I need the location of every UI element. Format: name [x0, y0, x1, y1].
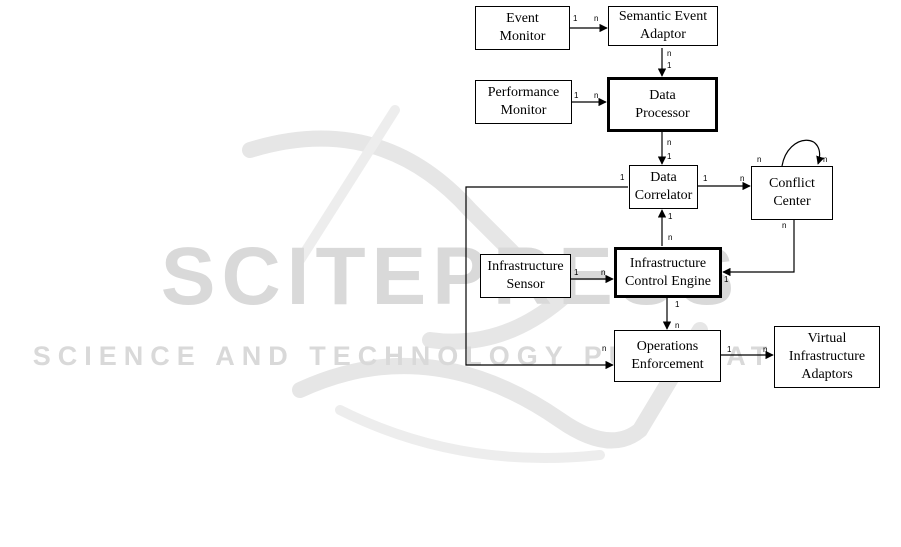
node-infrastructure-sensor-line-1: Infrastructure [487, 259, 564, 274]
node-performance-monitor-line-2: Monitor [500, 103, 547, 118]
card-event-monitor-source: 1 [573, 14, 578, 23]
node-operations-enforcement-line-1: Operations [636, 339, 699, 354]
card-data-processor-target-top: 1 [667, 61, 672, 70]
node-event-monitor-line-2: Monitor [499, 29, 546, 44]
node-conflict-center-line-1: Conflict [769, 176, 815, 191]
edge-conflict-center-to-control-engine [722, 220, 795, 277]
edge-data-correlator-to-operations [465, 186, 628, 370]
card-conflict-loop-source: n [757, 155, 762, 164]
card-data-correlator-source-left: 1 [620, 173, 625, 182]
card-conflict-center-source-bottom: n [782, 221, 787, 230]
card-control-engine-target-left: n [601, 268, 606, 277]
card-data-correlator-target-top: 1 [667, 152, 672, 161]
card-conflict-loop-target: n [823, 155, 828, 164]
node-virtual-infrastructure-adaptors-line-2: Infrastructure [788, 349, 866, 364]
card-semantic-adaptor-source: n [667, 49, 672, 58]
card-data-processor-target-left: n [594, 91, 599, 100]
node-data-correlator-line-2: Correlator [634, 188, 693, 203]
card-virtual-adaptors-target: n [763, 345, 768, 354]
card-data-correlator-target-bottom: 1 [668, 212, 673, 221]
node-semantic-event-adaptor-line-2: Adaptor [640, 27, 686, 42]
card-control-engine-source-bottom: 1 [675, 300, 680, 309]
card-data-correlator-source-right: 1 [703, 174, 708, 183]
card-control-engine-source-top: n [668, 233, 673, 242]
card-operations-target-left: n [602, 344, 607, 353]
node-infrastructure-control-engine-line-1: Infrastructure [629, 255, 707, 271]
node-infrastructure-sensor-line-2: Sensor [506, 277, 545, 292]
node-performance-monitor-line-1: Performance [487, 85, 560, 100]
node-data-processor-line-1: Data [649, 87, 676, 103]
card-operations-source-right: 1 [727, 345, 732, 354]
card-conflict-center-target-left: n [740, 174, 745, 183]
node-virtual-infrastructure-adaptors-line-3: Adaptors [801, 367, 853, 382]
watermark-subtitle: SCIENCE AND TECHNOLOGY PUBLICATIONS [32, 341, 869, 371]
node-conflict-center-line-2: Center [773, 194, 811, 209]
node-event-monitor-line-1: Event [506, 11, 539, 26]
edge-conflict-center-self-loop [781, 139, 825, 167]
card-semantic-adaptor-target: n [594, 14, 599, 23]
card-operations-target-top: n [675, 321, 680, 330]
card-control-engine-target-right: 1 [724, 275, 729, 284]
card-sensor-source: 1 [574, 268, 579, 277]
card-performance-monitor-source: 1 [574, 91, 579, 100]
node-infrastructure-control-engine-line-2: Control Engine [625, 273, 711, 289]
node-data-processor-line-2: Processor [635, 105, 690, 121]
node-semantic-event-adaptor-line-1: Semantic Event [618, 9, 708, 24]
node-virtual-infrastructure-adaptors-line-1: Virtual [807, 331, 847, 346]
card-data-processor-source: n [667, 138, 672, 147]
node-operations-enforcement-line-2: Enforcement [631, 357, 704, 372]
node-data-correlator-line-1: Data [650, 170, 677, 185]
